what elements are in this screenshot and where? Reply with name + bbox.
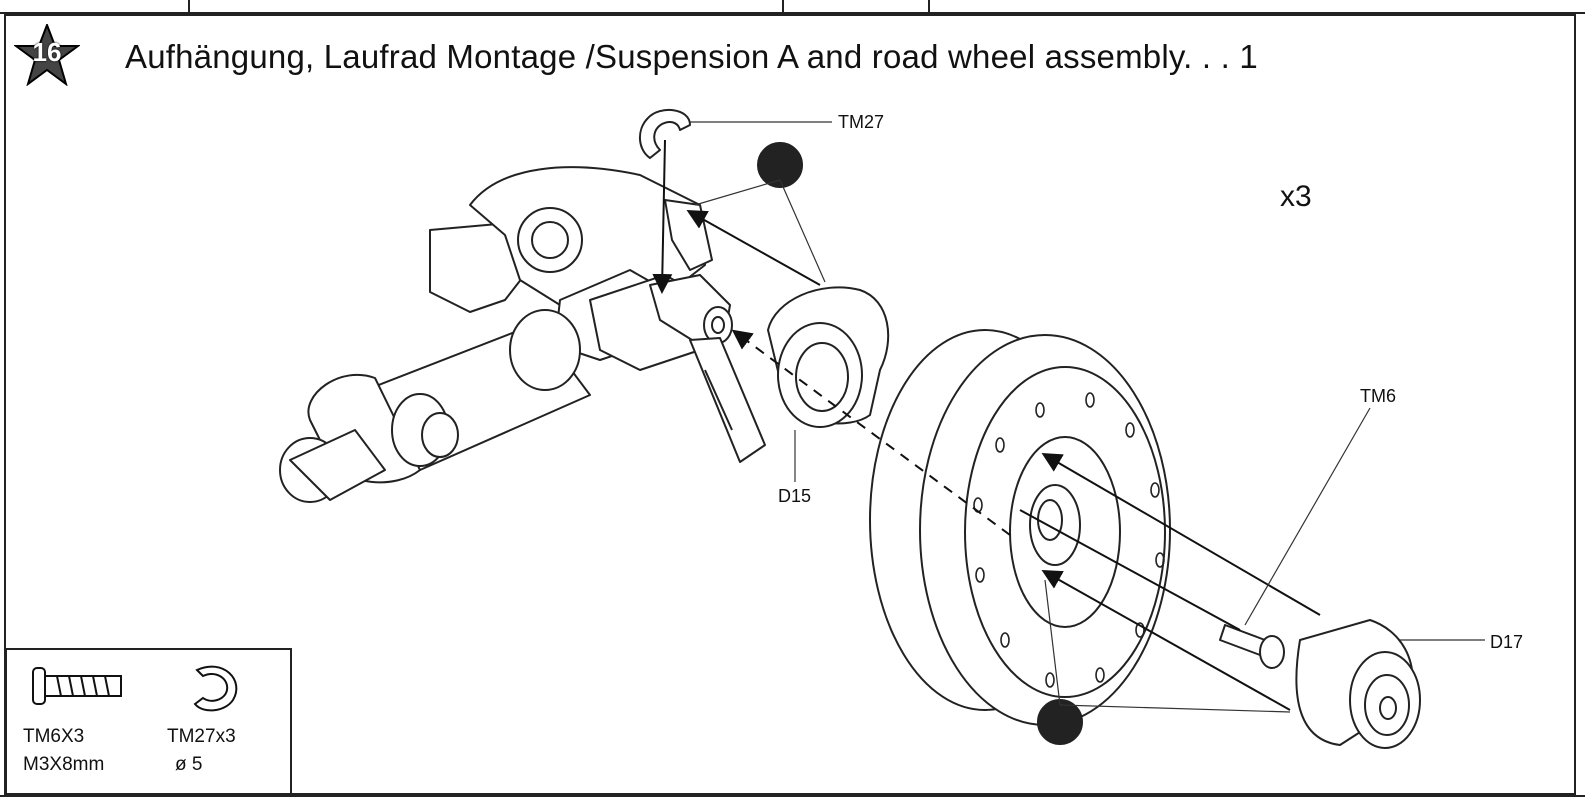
strip-divider (928, 0, 930, 12)
spacer-ring (767, 286, 890, 428)
bottom-rule (0, 795, 1585, 797)
assembly-arrows (652, 139, 1321, 711)
strip-divider (782, 0, 784, 12)
hub-cap (1295, 619, 1421, 749)
screw-part (1219, 624, 1285, 669)
step-title: Aufhängung, Laufrad Montage /Suspension … (125, 38, 1258, 75)
top-strip (0, 0, 1585, 14)
step-frame (4, 14, 1576, 795)
callout-d17: D17 (1490, 632, 1524, 652)
step-number: 16 (32, 37, 62, 67)
part-code: TM6X3 (23, 726, 85, 747)
part-code: TM27x3 (167, 726, 236, 747)
e-clip-icon (193, 665, 238, 712)
parts-list: TM6X3 M3X8mm TM27x3 ø 5 (5, 648, 292, 795)
cement-marker-icon (757, 142, 803, 188)
part-spec: ø 5 (175, 754, 203, 775)
callout-d15: D15 (778, 486, 812, 506)
callout-tm27: TM27 (838, 112, 885, 132)
wheel-bolt-holes (973, 392, 1165, 688)
quantity-multiplier: x3 (1280, 180, 1312, 213)
step-badge: 16 (14, 24, 80, 86)
strip-divider (188, 0, 190, 12)
callout-tm6: TM6 (1360, 386, 1396, 406)
cement-tube (689, 337, 766, 463)
star-icon (14, 24, 80, 86)
e-clip-part (639, 108, 691, 159)
leader-lines (690, 121, 1485, 713)
cement-marker-icon (1037, 699, 1083, 745)
road-wheel (869, 329, 1171, 726)
part-spec: M3X8mm (23, 754, 105, 775)
screw-icon (32, 667, 122, 705)
suspension-arm (279, 166, 733, 503)
